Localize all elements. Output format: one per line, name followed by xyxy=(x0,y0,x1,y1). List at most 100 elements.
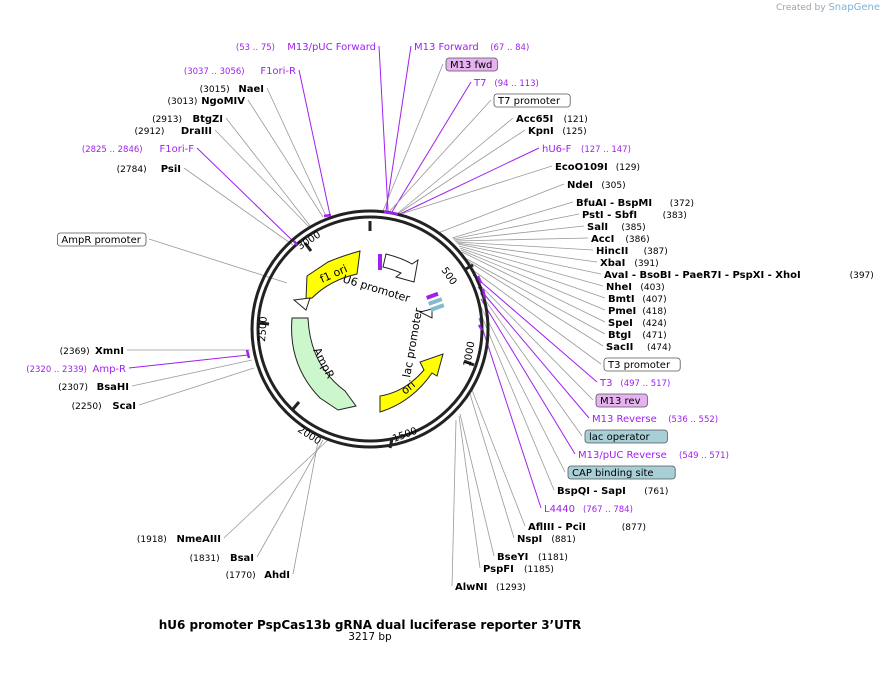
label-sacii[interactable]: SacII(474) xyxy=(606,342,671,353)
label-sali[interactable]: SalI(385) xyxy=(587,222,646,233)
label-xmni[interactable]: XmnI (2369) xyxy=(60,346,124,357)
feature-box-label: T7 promoter xyxy=(497,96,561,107)
label-t7[interactable]: T7(94 .. 113) xyxy=(473,78,539,89)
enzyme-name: NheI xyxy=(606,282,632,293)
label-lac-operator[interactable]: lac operator xyxy=(584,429,668,444)
snapgene-logo: SnapGene xyxy=(828,2,880,13)
label-cap-binding-site[interactable]: CAP binding site xyxy=(567,465,676,480)
label-pspfi[interactable]: PspFI(1185) xyxy=(483,564,554,575)
enzyme-name: SacII xyxy=(606,342,633,353)
label-t3[interactable]: T3(497 .. 517) xyxy=(599,378,670,389)
enzyme-position: (424) xyxy=(642,319,666,329)
label-bfuai-bspmi[interactable]: BfuAI - BspMI(372) xyxy=(576,198,694,209)
label-t7-promoter[interactable]: T7 promoter xyxy=(493,93,571,108)
leader-ndei xyxy=(437,183,565,234)
label-xbai[interactable]: XbaI(391) xyxy=(600,258,659,269)
label-ngomiv[interactable]: NgoMIV(3013) xyxy=(167,96,245,107)
leader-xbai xyxy=(456,242,598,263)
label-m13-puc-reverse[interactable]: M13/pUC Reverse(549 .. 571) xyxy=(578,450,729,461)
enzyme-position: (125) xyxy=(562,127,586,137)
label-m13-rev[interactable]: M13 rev xyxy=(595,393,648,408)
enzyme-position: (385) xyxy=(621,223,645,233)
label-f1ori-r[interactable]: F1ori-R(3037 .. 3056) xyxy=(184,66,296,77)
label-draiii[interactable]: DraIII(2912) xyxy=(134,126,212,137)
label-m13-reverse[interactable]: M13 Reverse (536 .. 552) xyxy=(592,414,718,425)
label-bseyi[interactable]: BseYI(1181) xyxy=(497,552,568,563)
enzyme-name: AhdI xyxy=(264,570,290,581)
enzyme-position: (407) xyxy=(642,295,666,305)
u6-promoter-arrow xyxy=(382,253,419,283)
leader-ampr-promoter xyxy=(148,238,288,284)
label-psii[interactable]: PsiI(2784) xyxy=(117,164,181,175)
label-ampr-promoter[interactable]: AmpR promoter xyxy=(57,232,147,247)
label-f1ori-f[interactable]: F1ori-F(2825 .. 2846) xyxy=(82,144,194,155)
leader-t3-promoter xyxy=(469,267,602,365)
label-avai-bsobi-paer7i-pspxi-xhoi[interactable]: AvaI - BsoBI - PaeR7I - PspXI - XhoI(397… xyxy=(604,270,874,281)
enzyme-name: BspQI - SapI xyxy=(557,486,626,497)
leader-t3 xyxy=(472,274,598,383)
enzyme-name: NgoMIV xyxy=(201,96,245,107)
leader-btgzi xyxy=(225,117,312,228)
label-nmeaiii[interactable]: NmeAIII(1918) xyxy=(137,534,221,545)
enzyme-position: (2369) xyxy=(60,347,90,357)
enzyme-name: AlwNI xyxy=(455,582,488,593)
leader-scai xyxy=(138,367,255,406)
enzyme-name: Acc65I xyxy=(516,114,553,125)
primer-name: M13/pUC Forward xyxy=(287,42,376,53)
primer-position: (2825 .. 2846) xyxy=(82,145,143,155)
enzyme-position: (305) xyxy=(601,181,625,191)
label-scai[interactable]: ScaI(2250) xyxy=(72,401,136,412)
leader-hincii xyxy=(455,241,594,251)
label-t3-promoter[interactable]: T3 promoter xyxy=(603,357,681,372)
label-m13-puc-forward[interactable]: M13/pUC Forward(53 .. 75) xyxy=(236,42,376,53)
label-pmei[interactable]: PmeI(418) xyxy=(608,306,667,317)
enzyme-position: (1770) xyxy=(226,571,256,581)
feature-box-label: lac operator xyxy=(589,432,650,443)
primer-name: M13 Reverse xyxy=(592,414,657,425)
label-spei[interactable]: SpeI(424) xyxy=(608,318,667,329)
enzyme-name: BseYI xyxy=(497,552,528,563)
leader-draiii xyxy=(214,129,311,229)
label-ndei[interactable]: NdeI (305) xyxy=(567,180,626,191)
label-hincii[interactable]: HincII(387) xyxy=(596,246,668,257)
label-afliii-pcii[interactable]: AflIII - PciI(877) xyxy=(528,522,646,533)
ampr-promoter-arrow xyxy=(292,297,311,311)
label-leader-lines xyxy=(127,45,606,587)
enzyme-name: NdeI xyxy=(567,180,593,191)
label-l4440[interactable]: L4440(767 .. 784) xyxy=(544,504,633,515)
leader-naei xyxy=(266,87,327,217)
label-nspi[interactable]: NspI(881) xyxy=(517,534,576,545)
label-btgi[interactable]: BtgI(471) xyxy=(608,330,667,341)
label-naei[interactable]: NaeI(3015) xyxy=(200,84,264,95)
label-bspqi-sapi[interactable]: BspQI - SapI(761) xyxy=(557,486,668,497)
leader-btgi xyxy=(464,257,606,335)
enzyme-position: (391) xyxy=(634,259,658,269)
label-m13-fwd[interactable]: M13 fwd xyxy=(445,57,498,72)
enzyme-name: BfuAI - BspMI xyxy=(576,198,652,209)
label-psti-sbfi[interactable]: PstI - SbfI(383) xyxy=(582,210,687,221)
label-btgzi[interactable]: BtgZI(2913) xyxy=(152,114,223,125)
enzyme-position: (2307) xyxy=(58,383,88,393)
label-kpni[interactable]: KpnI(125) xyxy=(528,126,587,137)
label-amp-r[interactable]: Amp-R(2320 .. 2339) xyxy=(26,364,126,375)
label-ecoo109i[interactable]: EcoO109I(129) xyxy=(555,162,640,173)
leader-acc65i xyxy=(397,117,514,214)
leader-afliii-pcii xyxy=(471,389,526,527)
label-bsai[interactable]: BsaI(1831) xyxy=(190,553,254,564)
label-nhei[interactable]: NheI(403) xyxy=(606,282,665,293)
label-m13-forward[interactable]: M13 Forward(67 .. 84) xyxy=(414,42,529,53)
label-ahdi[interactable]: AhdI (1770) xyxy=(226,570,290,581)
primer-position: (497 .. 517) xyxy=(620,379,670,389)
primer-position: (536 .. 552) xyxy=(668,415,718,425)
label-acc65i[interactable]: Acc65I(121) xyxy=(516,114,588,125)
label-bmti[interactable]: BmtI(407) xyxy=(608,294,667,305)
label-hu6-f[interactable]: hU6-F(127 .. 147) xyxy=(542,144,631,155)
label-bsahi[interactable]: BsaHI(2307) xyxy=(58,382,129,393)
leader-m13-fwd xyxy=(382,63,444,212)
enzyme-position: (1293) xyxy=(496,583,526,593)
label-acci[interactable]: AccI(386) xyxy=(591,234,650,245)
enzyme-position: (2784) xyxy=(117,165,147,175)
enzyme-name: XmnI xyxy=(95,346,124,357)
label-alwni[interactable]: AlwNI (1293) xyxy=(455,582,526,593)
